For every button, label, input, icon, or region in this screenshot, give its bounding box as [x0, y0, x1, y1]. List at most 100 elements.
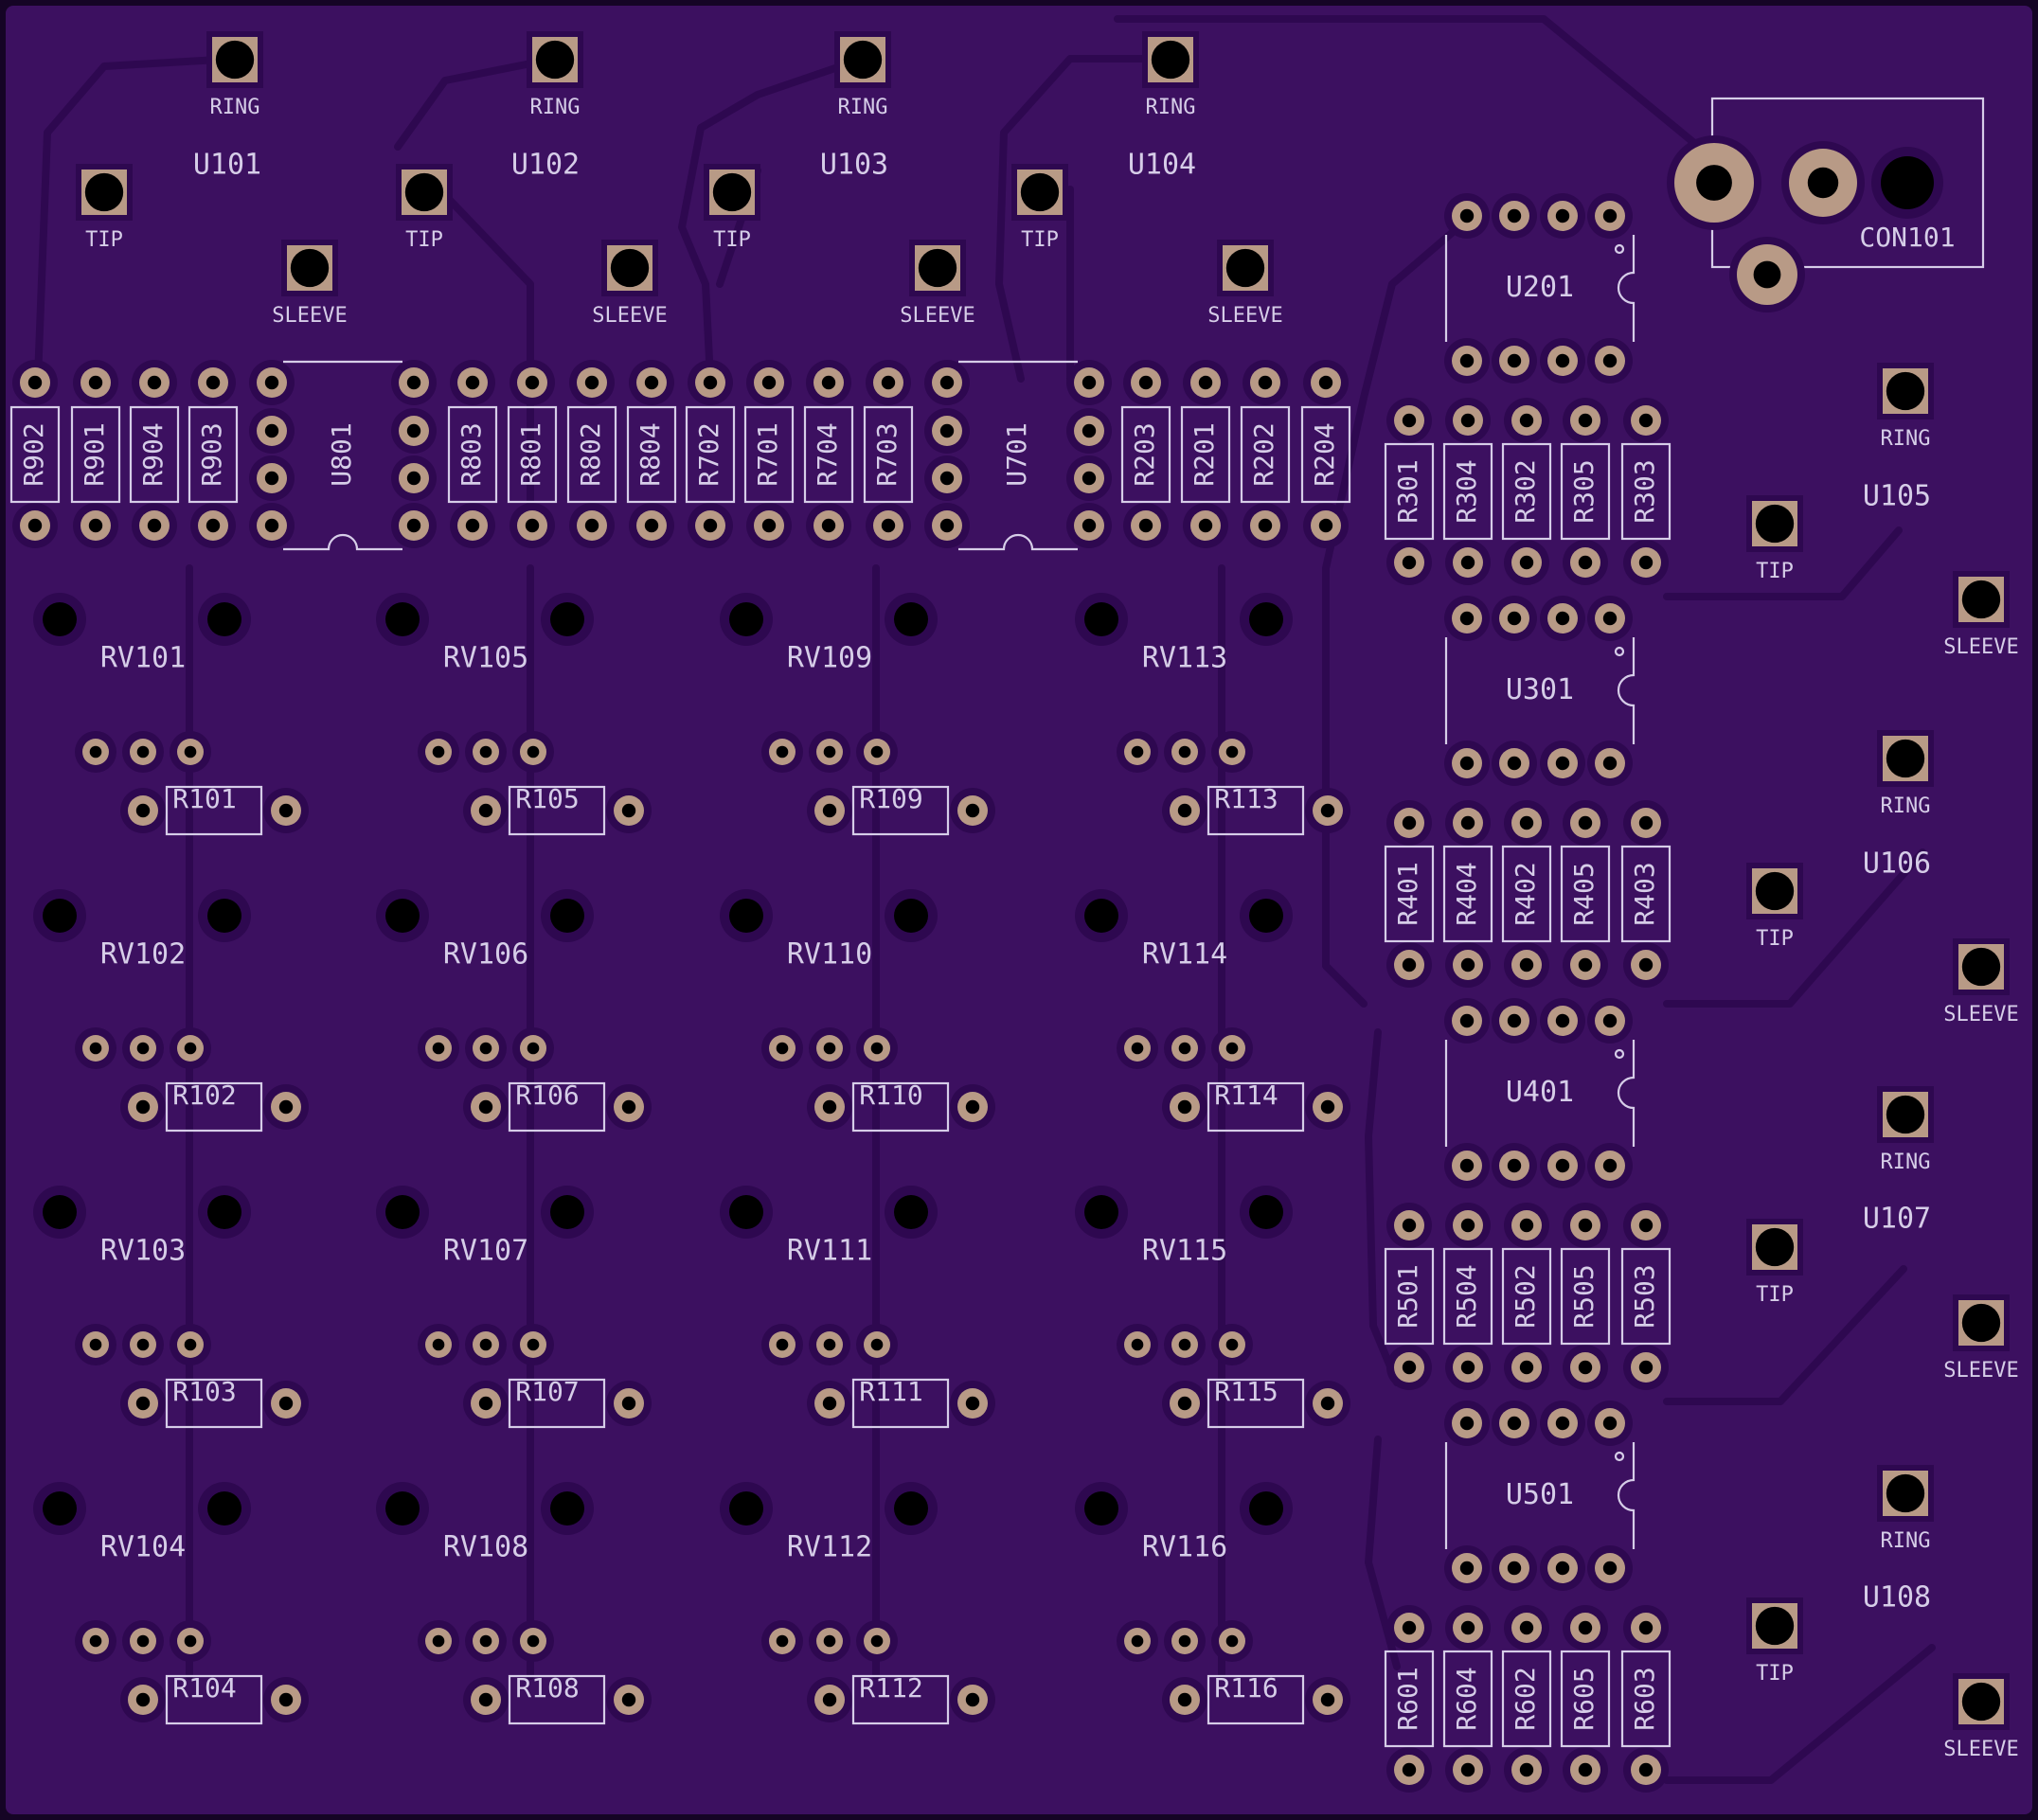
label: RV106: [443, 938, 528, 972]
label: R503: [1629, 1264, 1660, 1328]
resistor-pad-drill: [1638, 1218, 1654, 1233]
resistor-r903: R903: [188, 360, 239, 548]
ic-pin-drill: [1555, 1416, 1570, 1431]
label: R702: [693, 422, 724, 486]
label: U301: [1506, 673, 1574, 706]
resistor-r107: R107: [463, 1376, 652, 1429]
pot-mount-hole: [550, 899, 584, 933]
resistor-body: [863, 405, 914, 504]
ic-pin-drill: [1507, 208, 1522, 223]
label: R113: [1214, 783, 1278, 814]
ic-pin-drill: [1602, 1158, 1618, 1173]
pot-pin-drill: [1178, 1634, 1191, 1648]
resistor-body: [165, 785, 263, 836]
pot-rv102: RV102: [33, 889, 251, 1069]
label: RING: [838, 96, 888, 119]
label: R116: [1214, 1672, 1278, 1704]
pot-mount-hole: [550, 1195, 584, 1229]
resistor-pad-drill: [1578, 413, 1593, 428]
resistor-pad-drill: [965, 803, 980, 818]
label: R802: [575, 422, 606, 486]
resistor-body: [9, 405, 61, 504]
trace: [1365, 1028, 1401, 1386]
pot-mount-hole: [894, 899, 928, 933]
resistor-pad-drill: [621, 1692, 636, 1707]
jack-sleeve-pad-drill: [1225, 248, 1265, 288]
jack-sleeve-pad-drill: [1961, 1682, 2001, 1722]
resistor-pad-drill: [135, 1692, 151, 1707]
resistor-pad-drill: [1318, 518, 1333, 533]
resistor-pad-drill: [1519, 1620, 1534, 1635]
pot-mount-hole: [385, 1195, 420, 1229]
jack-ring-pad-drill: [1886, 1473, 1925, 1513]
pot-mount-hole: [1249, 1491, 1283, 1526]
ic-pin-drill: [1082, 423, 1097, 438]
label: RV109: [787, 642, 872, 675]
pot-rv115: RV115: [1075, 1186, 1293, 1365]
label: R112: [859, 1672, 922, 1704]
resistor-pad-drill: [761, 518, 777, 533]
resistor-pad-drill: [206, 518, 221, 533]
resistor-r203: R203: [1120, 360, 1171, 548]
pot-pin-drill: [89, 745, 102, 758]
resistor-pad-drill: [621, 1396, 636, 1411]
label: U501: [1506, 1478, 1574, 1511]
resistor-body: [1501, 442, 1552, 541]
pin1-marker: [1614, 1451, 1625, 1462]
jack-ring-pad-drill: [535, 40, 575, 80]
resistor-pad-drill: [278, 1396, 294, 1411]
resistor-r106: R106: [463, 1080, 652, 1133]
resistor-pad-drill: [1402, 1360, 1417, 1375]
pot-rv111: RV111: [720, 1186, 938, 1365]
resistor-pad-drill: [1460, 815, 1475, 830]
label: TIP: [1756, 927, 1794, 951]
resistor-pad-drill: [1638, 555, 1654, 570]
trace: [1663, 1265, 1907, 1405]
pot-pin-drill: [823, 1042, 836, 1055]
pot-pin-drill: [1178, 1338, 1191, 1351]
resistor-pad-drill: [1198, 375, 1213, 390]
label: R605: [1568, 1667, 1600, 1730]
label: R701: [752, 422, 783, 486]
jack-sleeve-pad-drill: [610, 248, 650, 288]
resistor-body: [1501, 1247, 1552, 1346]
resistor-body: [1560, 1247, 1611, 1346]
resistor-body: [566, 405, 617, 504]
label: R103: [172, 1376, 236, 1407]
label: R602: [1510, 1667, 1541, 1730]
pot-pin-drill: [823, 1634, 836, 1648]
label: R704: [812, 422, 843, 486]
resistor-r404: R404: [1442, 800, 1493, 988]
ic-pin-drill: [1082, 471, 1097, 486]
ic-pin-drill: [1459, 353, 1475, 368]
resistor-pad-drill: [1460, 413, 1475, 428]
resistor-body: [508, 785, 606, 836]
resistor-r503: R503: [1620, 1203, 1672, 1390]
ic-pin-drill: [1555, 611, 1570, 626]
pot-rv110: RV110: [720, 889, 938, 1069]
resistor-pad-drill: [1578, 555, 1593, 570]
ic-pin-drill: [1555, 1158, 1570, 1173]
resistor-pad-drill: [278, 803, 294, 818]
resistor-r103: R103: [120, 1376, 309, 1429]
label: TIP: [713, 228, 751, 252]
pot-pin-drill: [136, 1042, 150, 1055]
pot-pin-drill: [527, 1042, 540, 1055]
resistor-body: [165, 1674, 263, 1725]
label: RV115: [1142, 1235, 1227, 1268]
resistor-pad-drill: [1177, 1099, 1192, 1115]
label: TIP: [1756, 1662, 1794, 1686]
resistor-r202: R202: [1240, 360, 1291, 548]
label: RV108: [443, 1531, 528, 1564]
jack-tip-pad-drill: [404, 172, 444, 212]
pot-pin-drill: [870, 1338, 884, 1351]
label: RING: [1881, 794, 1931, 818]
resistor-pad-drill: [822, 1396, 837, 1411]
ic-u501: U501: [1444, 1401, 1636, 1591]
label: R504: [1451, 1264, 1482, 1328]
resistor-r602: R602: [1501, 1605, 1552, 1793]
pot-pin-drill: [479, 1042, 492, 1055]
jack-sleeve-pad-drill: [1961, 947, 2001, 987]
jack-tip-pad-drill: [1755, 1227, 1795, 1267]
